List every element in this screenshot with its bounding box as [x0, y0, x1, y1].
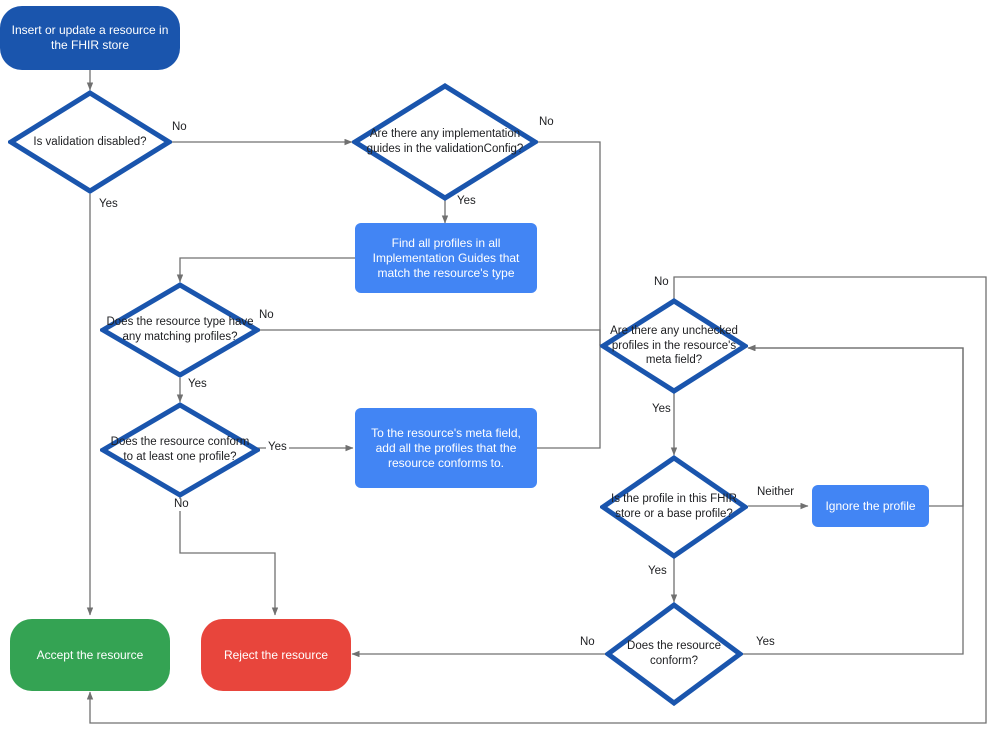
- node-ignore-the-profile-label: Ignore the profile: [825, 498, 916, 513]
- edge-label-conform-yes: Yes: [754, 636, 777, 649]
- node-find-all-profiles[interactable]: Find all profiles in all Implementation …: [355, 223, 537, 293]
- node-conform-at-least-one-profile[interactable]: Does the resource conform to at least on…: [100, 402, 260, 498]
- node-find-all-profiles-label: Find all profiles in all Implementation …: [372, 235, 520, 280]
- diamond-shape: [352, 83, 538, 201]
- node-profile-in-store-or-base[interactable]: Is the profile in this FHIR store or a b…: [600, 455, 748, 559]
- edge-label-profilestore-yes: Yes: [646, 565, 669, 578]
- edge-label-validation-no: No: [170, 121, 189, 134]
- node-add-profiles-to-meta[interactable]: To the resource's meta field, add all th…: [355, 408, 537, 488]
- node-accept-the-resource[interactable]: Accept the resource: [10, 619, 170, 691]
- edge-conformone-no: [179, 494, 279, 616]
- node-add-profiles-to-meta-label: To the resource's meta field, add all th…: [371, 425, 521, 470]
- edge-label-conformone-no: No: [172, 498, 191, 511]
- edge-label-validation-yes: Yes: [97, 198, 120, 211]
- node-reject-the-resource[interactable]: Reject the resource: [201, 619, 351, 691]
- diamond-shape: [605, 602, 743, 706]
- edge-label-implguides-no: No: [537, 116, 556, 129]
- diamond-shape: [100, 282, 260, 378]
- edge-label-unchecked-yes: Yes: [650, 403, 673, 416]
- node-unchecked-profiles-label: Are there any unchecked profiles in the …: [610, 324, 738, 367]
- edge-label-conformone-yes: Yes: [266, 441, 289, 454]
- node-start[interactable]: Insert or update a resource in the FHIR …: [0, 6, 180, 70]
- edge-label-matching-no: No: [257, 309, 276, 322]
- node-are-there-impl-guides[interactable]: Are there any implementation guides in t…: [352, 83, 538, 201]
- diamond-shape: [600, 298, 748, 394]
- node-matching-profiles-label: Does the resource type have any matching…: [106, 316, 254, 343]
- node-is-validation-disabled[interactable]: Is validation disabled?: [8, 90, 172, 194]
- node-ignore-the-profile[interactable]: Ignore the profile: [812, 485, 929, 527]
- node-conform-at-least-one-profile-label: Does the resource conform to at least on…: [110, 436, 250, 463]
- node-accept-the-resource-label: Accept the resource: [36, 647, 144, 662]
- node-is-validation-disabled-label: Is validation disabled?: [33, 135, 147, 148]
- diamond-shape: [8, 90, 172, 194]
- edge-label-profilestore-neither: Neither: [755, 486, 797, 499]
- diamond-shape: [100, 402, 260, 498]
- edge-ignore-to-unchecked: [747, 344, 964, 507]
- node-profile-in-store-or-base-label: Is the profile in this FHIR store or a b…: [611, 493, 737, 520]
- edge-label-implguides-yes: Yes: [455, 195, 478, 208]
- node-matching-profiles[interactable]: Does the resource type have any matching…: [100, 282, 260, 378]
- node-does-resource-conform-label: Does the resource conform?: [627, 640, 721, 667]
- node-does-resource-conform[interactable]: Does the resource conform?: [605, 602, 743, 706]
- diamond-shape: [600, 455, 748, 559]
- node-unchecked-profiles[interactable]: Are there any unchecked profiles in the …: [600, 298, 748, 394]
- edge-label-matching-yes: Yes: [186, 378, 209, 391]
- node-reject-the-resource-label: Reject the resource: [223, 647, 329, 662]
- node-start-label: Insert or update a resource in the FHIR …: [11, 23, 169, 52]
- node-are-there-impl-guides-label: Are there any implementation guides in t…: [366, 128, 524, 155]
- edge-label-unchecked-no: No: [652, 276, 671, 289]
- edge-label-conform-no: No: [578, 636, 597, 649]
- edge-findprofiles-to-matching: [176, 257, 355, 283]
